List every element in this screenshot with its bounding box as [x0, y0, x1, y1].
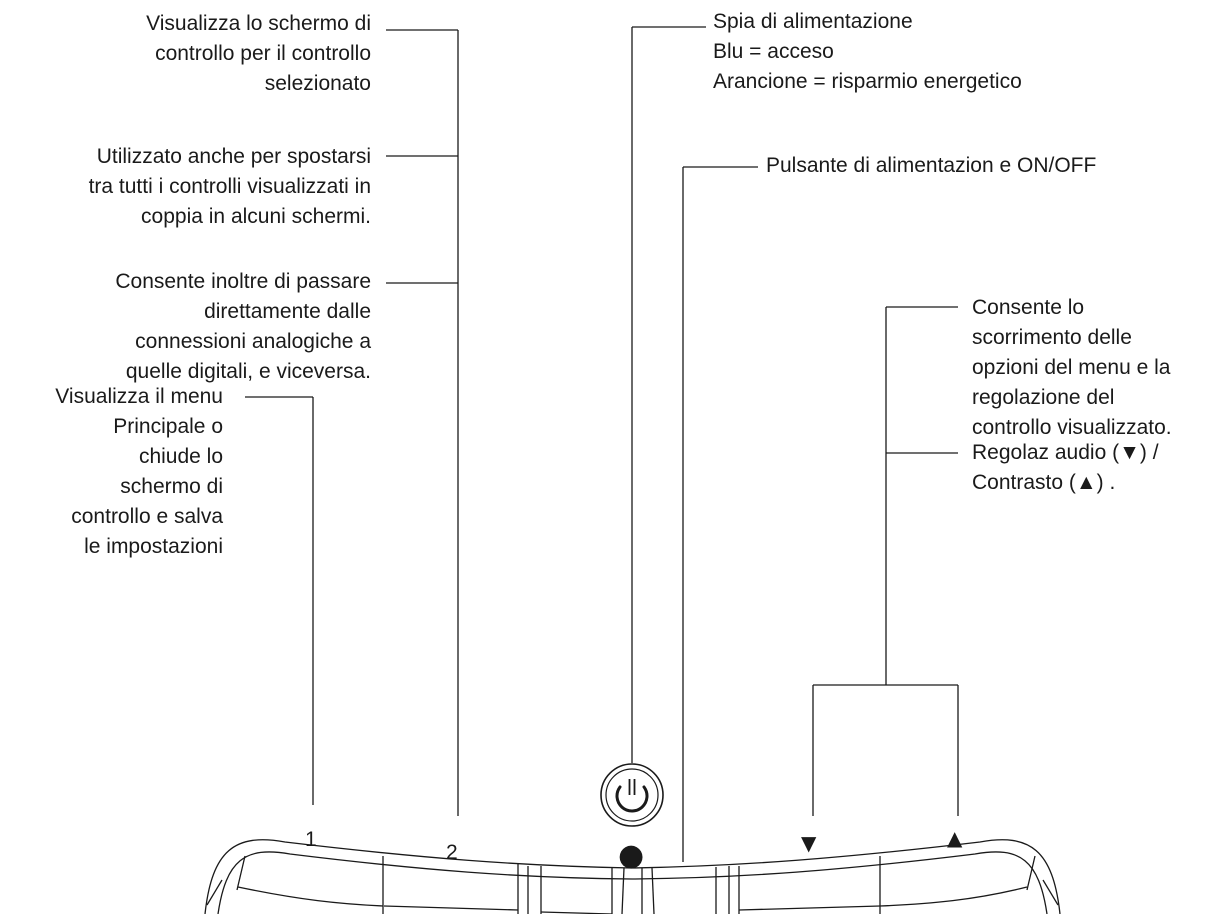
callout-line: direttamente dalle	[204, 300, 371, 323]
monitor-bezel	[204, 839, 1061, 914]
callout-arrows-shortcut: Regolaz audio (▼) / Contrasto (▲) .	[972, 438, 1159, 498]
callout-line: le impostazioni	[84, 535, 223, 558]
callout-power-button: Pulsante di alimentazion e ON/OFF	[766, 151, 1096, 181]
callout-line: Consente inoltre di passare	[115, 270, 371, 293]
callout-line: selezionato	[264, 72, 371, 95]
callout-line: Consente lo	[972, 296, 1085, 319]
power-icon[interactable]	[600, 763, 664, 827]
callout-button1-menu: Visualizza il menu Principale o chiude l…	[55, 382, 223, 562]
callout-line: opzioni del menu e la	[972, 356, 1171, 379]
callout-line: Regolaz audio (▼) /	[972, 441, 1159, 464]
callout-line: controllo e salva	[71, 505, 223, 528]
callout-line: schermo di	[120, 475, 223, 498]
callout-line: regolazione del	[972, 386, 1115, 409]
callout-arrows-scroll: Consente lo scorrimento delle opzioni de…	[972, 293, 1172, 443]
callout-line: Visualizza lo schermo di	[146, 12, 371, 35]
callout-line: tra tutti i controlli visualizzati in	[88, 175, 371, 198]
callout-line: Blu = acceso	[713, 40, 834, 63]
button-1-label[interactable]: 1	[305, 828, 317, 851]
callout-button2-select: Visualizza lo schermo di controllo per i…	[146, 9, 371, 99]
up-arrow-icon[interactable]: ▲	[947, 826, 963, 850]
callout-line: controllo visualizzato.	[972, 416, 1172, 439]
callout-line: coppia in alcuni schermi.	[141, 205, 371, 228]
callout-line: chiude lo	[138, 445, 223, 468]
callout-line: Visualizza il menu	[55, 385, 223, 408]
callout-button2-toggle: Utilizzato anche per spostarsi tra tutti…	[89, 142, 371, 232]
callout-power-led: Spia di alimentazione Blu = acceso Aranc…	[713, 7, 1022, 97]
callout-line: Principale o	[113, 415, 223, 438]
callout-line: Contrasto (▲) .	[972, 471, 1116, 494]
callout-line: scorrimento delle	[972, 326, 1132, 349]
callout-line: Arancione = risparmio energetico	[713, 70, 1022, 93]
callout-line: quelle digitali, e viceversa.	[125, 360, 371, 383]
power-led-dot: ●	[618, 838, 645, 873]
callout-line: Pulsante di alimentazion e ON/OFF	[766, 154, 1097, 177]
callout-line: Utilizzato anche per spostarsi	[96, 145, 371, 168]
callout-line: connessioni analogiche a	[135, 330, 371, 353]
callout-line: controllo per il controllo	[155, 42, 371, 65]
callout-button2-input: Consente inoltre di passare direttamente…	[115, 267, 371, 387]
down-arrow-icon[interactable]: ▼	[801, 831, 817, 855]
button-2-label[interactable]: 2	[446, 841, 458, 864]
callout-line: Spia di alimentazione	[713, 10, 913, 33]
